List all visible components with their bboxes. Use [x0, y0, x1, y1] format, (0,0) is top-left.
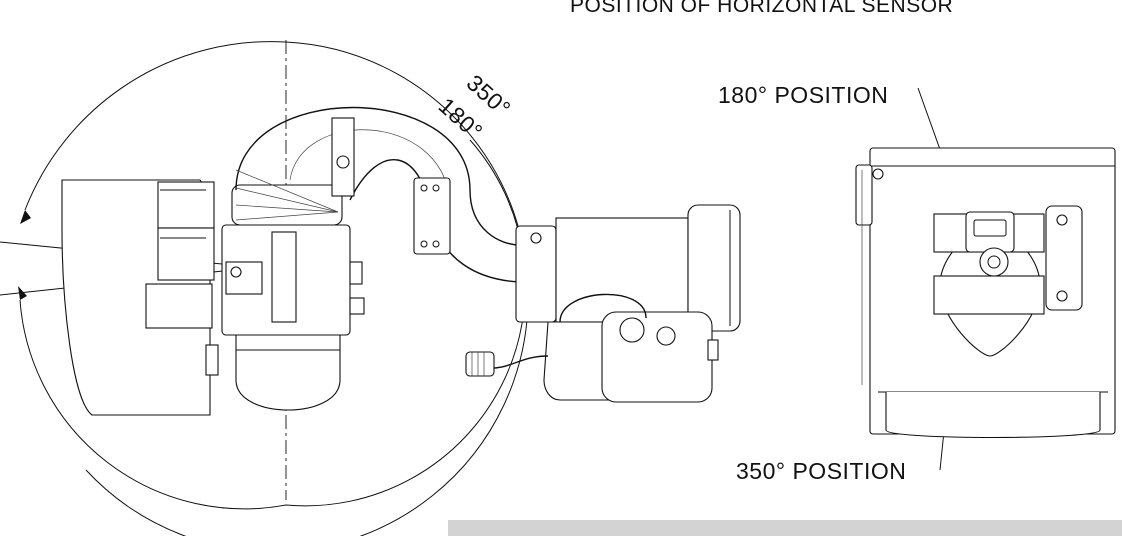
valve-top-cap	[231, 184, 343, 226]
footer-bar	[448, 520, 1122, 536]
side-knob	[349, 261, 363, 285]
rotation-diagram: 350° 180°	[0, 40, 741, 536]
header-title: POSITION OF HORIZONTAL SENSOR	[570, 0, 953, 17]
side-plate	[1045, 205, 1083, 311]
sensor-mount	[225, 261, 263, 295]
junction-lid	[601, 311, 713, 403]
housing-bolt-block	[145, 283, 213, 329]
junction-side-boss	[707, 339, 719, 361]
side-label-350: 350° POSITION	[736, 458, 906, 484]
arrowhead-upper	[20, 210, 31, 224]
side-plate-screw-top	[1056, 214, 1068, 226]
side-view: 180° POSITION 350° POSITION	[718, 82, 1116, 484]
housing-stub	[205, 344, 219, 376]
cable-down	[485, 355, 549, 369]
junction-box	[543, 321, 611, 401]
sensor-center-screw	[987, 255, 1001, 269]
sensor-window-inner	[973, 219, 1007, 237]
spoke-lines	[235, 169, 339, 221]
valve-window	[271, 231, 297, 323]
side-rib	[855, 164, 873, 226]
mount-strap-bottom	[933, 275, 1045, 315]
side-knob-2	[349, 297, 365, 315]
pipe-bracket-bolt-2	[432, 184, 440, 192]
plug-head	[656, 326, 676, 346]
pipe-bracket-bolt-4	[432, 240, 440, 248]
side-body-base	[885, 392, 1101, 439]
sensor-collar-bolt	[530, 232, 542, 244]
sensor-barrel	[555, 217, 689, 323]
side-rib-screw	[872, 168, 884, 180]
sensor-end-cap	[687, 204, 741, 332]
cable-plug	[465, 351, 495, 377]
pipe-bracket-bolt-3	[420, 240, 428, 248]
pipe-clamp-bolt	[336, 155, 350, 169]
housing-flange-bottom	[157, 227, 215, 281]
sensor-screw	[230, 266, 242, 278]
sensor-window	[965, 211, 1015, 253]
curved-pipe-outer	[235, 106, 521, 246]
side-plate-screw-bottom	[1056, 290, 1068, 302]
filter-bowl	[235, 334, 341, 411]
pipe-bracket	[413, 177, 451, 255]
cable-loop	[559, 293, 647, 323]
side-label-180: 180° POSITION	[718, 82, 888, 108]
pipe-bracket-bolt-1	[420, 184, 428, 192]
cable-gland	[619, 317, 645, 343]
sensor-center-boss	[979, 247, 1009, 277]
housing-flange-top	[157, 181, 215, 229]
